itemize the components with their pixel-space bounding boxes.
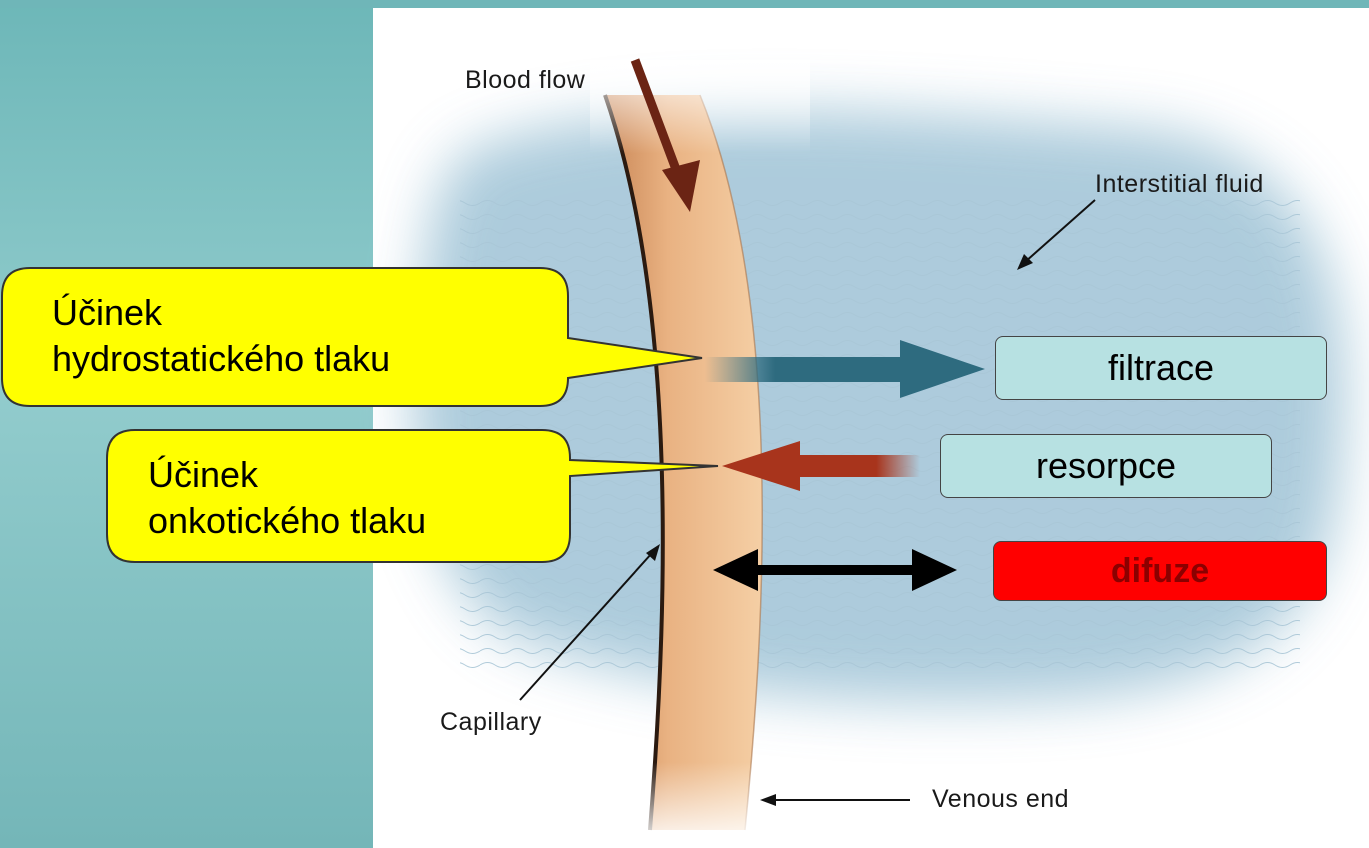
oncotic-callout-line-2: onkotického tlaku xyxy=(148,498,426,544)
oncotic-callout-text: Účinek onkotického tlaku xyxy=(148,452,426,544)
venous-end-label: Venous end xyxy=(932,785,1069,814)
interstitial-fluid-label: Interstitial fluid xyxy=(1095,170,1264,199)
hydrostatic-callout-line-2: hydrostatického tlaku xyxy=(52,336,390,382)
filtration-box: filtrace xyxy=(995,336,1327,400)
diffusion-box: difuze xyxy=(993,541,1327,601)
capillary-label: Capillary xyxy=(440,708,542,737)
resorption-box: resorpce xyxy=(940,434,1272,498)
hydrostatic-callout-text: Účinek hydrostatického tlaku xyxy=(52,290,390,382)
oncotic-callout-line-1: Účinek xyxy=(148,452,426,498)
blood-flow-label: Blood flow xyxy=(465,66,585,95)
hydrostatic-callout-line-1: Účinek xyxy=(52,290,390,336)
